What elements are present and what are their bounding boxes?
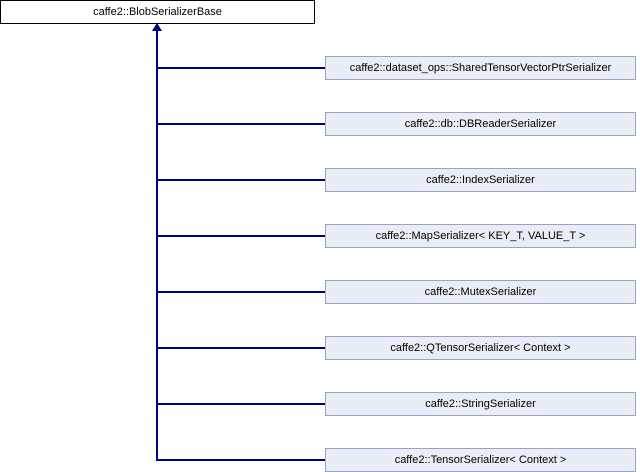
inheritance-edge-connector: [157, 235, 325, 237]
inheritance-edge-connector: [157, 123, 325, 125]
derived-class-label: caffe2::QTensorSerializer< Context >: [390, 342, 571, 354]
derived-class-label: caffe2::IndexSerializer: [426, 174, 535, 186]
derived-class-label: caffe2::TensorSerializer< Context >: [394, 454, 567, 466]
derived-class-label: caffe2::MapSerializer< KEY_T, VALUE_T >: [375, 230, 586, 242]
inheritance-edge-connector: [157, 347, 325, 349]
derived-class-node-db-reader-serializer[interactable]: caffe2::db::DBReaderSerializer: [325, 112, 636, 136]
derived-class-node-map-serializer[interactable]: caffe2::MapSerializer< KEY_T, VALUE_T >: [325, 224, 636, 248]
derived-class-label: caffe2::StringSerializer: [425, 398, 536, 410]
base-class-label: caffe2::BlobSerializerBase: [93, 6, 222, 18]
arrow-up-icon: [152, 23, 162, 31]
inheritance-edge-connector: [157, 403, 325, 405]
inheritance-edge-connector: [157, 179, 325, 181]
inheritance-edge-connector: [157, 459, 325, 461]
inheritance-edge-connector: [157, 67, 325, 69]
derived-class-node-string-serializer[interactable]: caffe2::StringSerializer: [325, 392, 636, 416]
derived-class-node-index-serializer[interactable]: caffe2::IndexSerializer: [325, 168, 636, 192]
derived-class-node-qtensor-serializer[interactable]: caffe2::QTensorSerializer< Context >: [325, 336, 636, 360]
derived-class-node-shared-tensor-vector-ptr-serializer[interactable]: caffe2::dataset_ops::SharedTensorVectorP…: [325, 56, 636, 80]
derived-class-node-tensor-serializer[interactable]: caffe2::TensorSerializer< Context >: [325, 448, 636, 472]
base-class-node[interactable]: caffe2::BlobSerializerBase: [0, 0, 315, 24]
inheritance-edge-trunk: [156, 30, 158, 461]
inheritance-edge-connector: [157, 291, 325, 293]
derived-class-label: caffe2::db::DBReaderSerializer: [404, 118, 557, 130]
derived-class-label: caffe2::MutexSerializer: [424, 286, 537, 298]
derived-class-node-mutex-serializer[interactable]: caffe2::MutexSerializer: [325, 280, 636, 304]
derived-class-label: caffe2::dataset_ops::SharedTensorVectorP…: [349, 62, 612, 74]
